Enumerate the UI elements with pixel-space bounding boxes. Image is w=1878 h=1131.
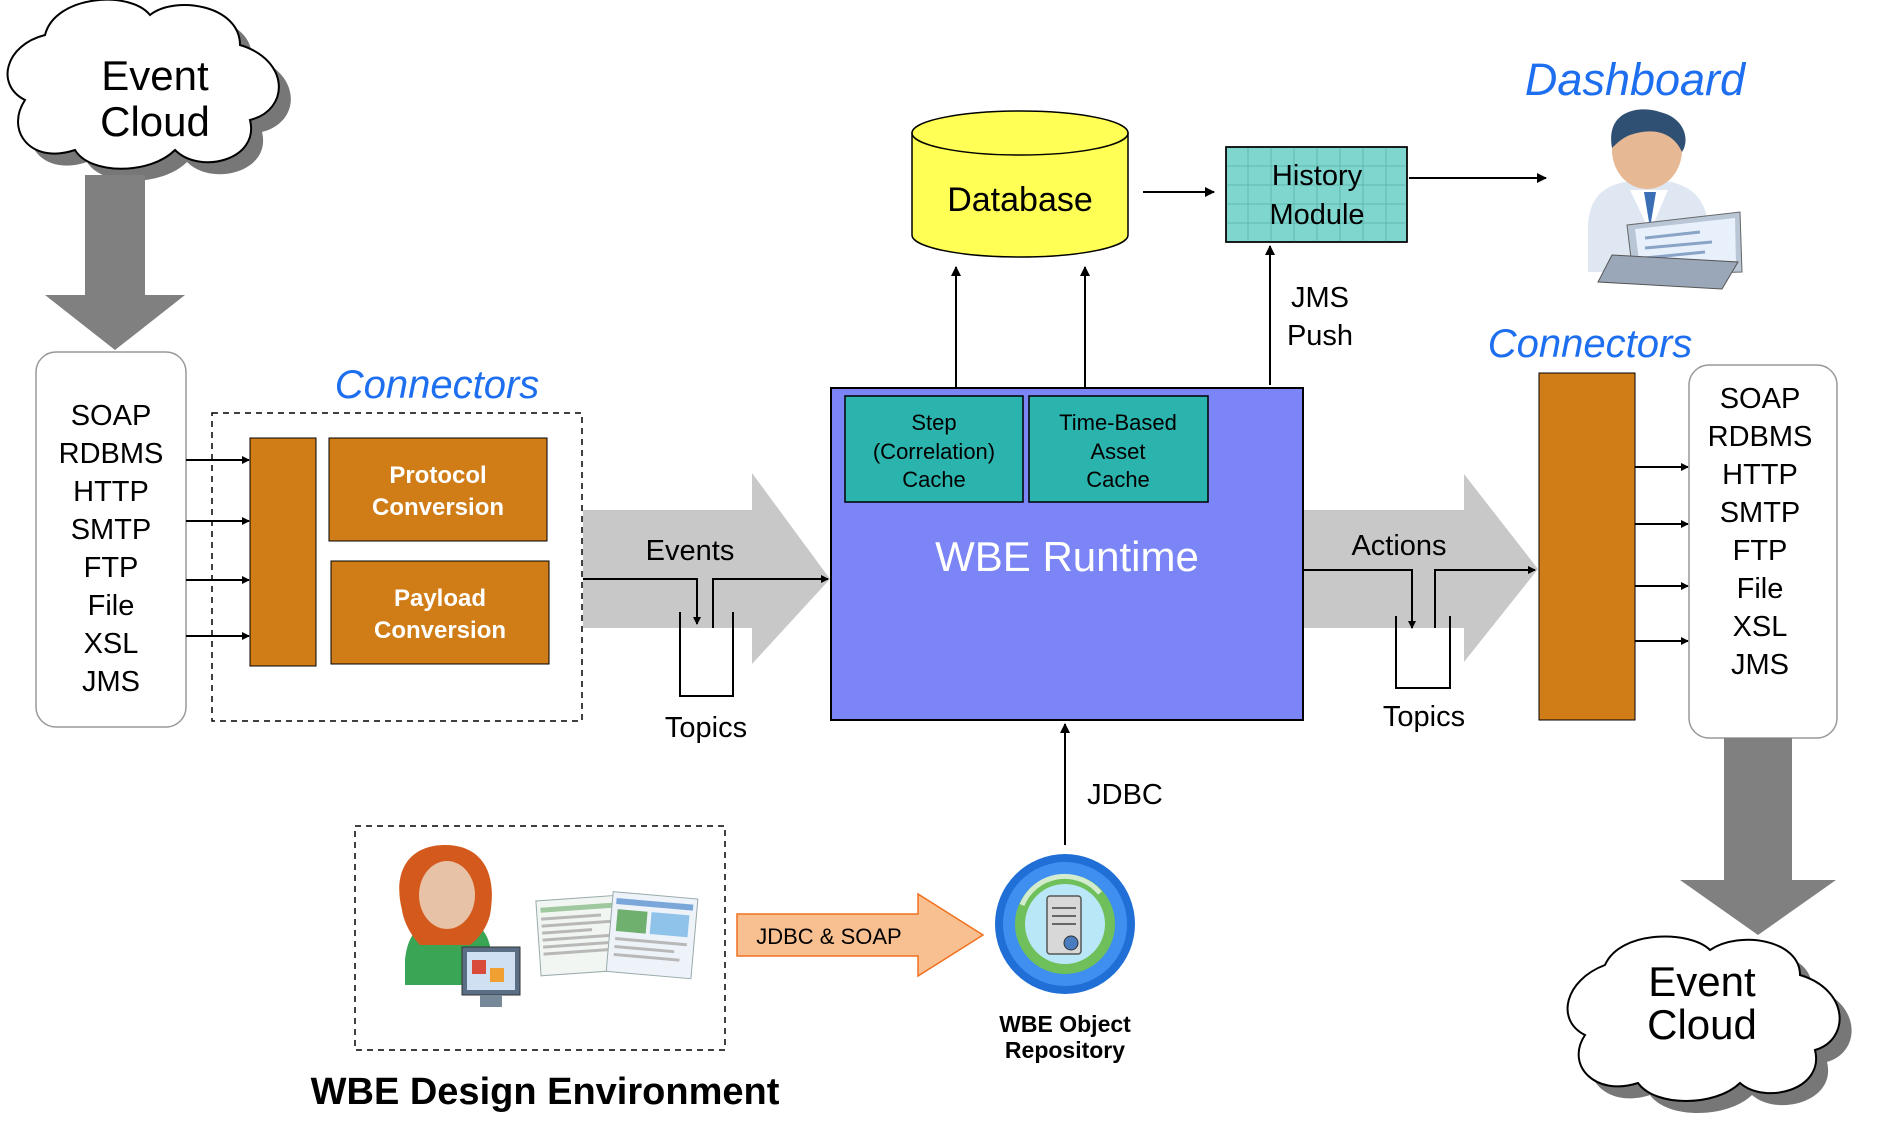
jdbc-label: JDBC (1087, 779, 1163, 811)
inbound-protocol: FTP (84, 552, 139, 584)
step-correlation-cache: Step (Correlation) Cache (844, 395, 1024, 503)
outbound-output-arrows (1635, 463, 1689, 645)
inbound-connector-bar (249, 437, 317, 667)
events-topic-queue (583, 575, 829, 697)
event-cloud-inbound-line1: Event (101, 52, 209, 99)
event-cloud-inbound-line2: Cloud (100, 98, 210, 145)
outbound-connectors-label: Connectors (1488, 322, 1693, 366)
inbound-input-arrows (186, 456, 250, 640)
outbound-protocol: File (1737, 573, 1784, 605)
dashboard-label: Dashboard (1525, 54, 1747, 105)
designer-user-icon (399, 845, 521, 1007)
cloud-down-arrow-inbound (45, 175, 185, 350)
outbound-protocol: SOAP (1720, 383, 1801, 415)
inbound-topics-label: Topics (665, 712, 747, 744)
protocol-conversion-line2: Conversion (372, 494, 504, 521)
protocol-conversion-line1: Protocol (389, 462, 486, 489)
history-module-line1: History (1272, 160, 1363, 192)
repository-label-line1: WBE Object (999, 1011, 1131, 1037)
jms-push-line2: Push (1287, 320, 1353, 352)
event-cloud-outbound-line2: Cloud (1647, 1001, 1757, 1048)
time-based-asset-cache: Time-Based Asset Cache (1028, 395, 1209, 503)
events-big-arrow (583, 473, 830, 664)
outbound-connector-bar (1538, 372, 1636, 721)
payload-conversion-line1: Payload (394, 585, 486, 612)
runtime-to-database-arrows (951, 266, 1090, 388)
inbound-protocol: HTTP (73, 476, 149, 508)
asset-cache-line2: Asset (1090, 439, 1145, 464)
step-cache-line2: (Correlation) (873, 439, 995, 464)
inbound-protocol: JMS (82, 666, 140, 698)
design-environment-label: WBE Design Environment (311, 1071, 780, 1113)
inbound-protocol-list: SOAP RDBMS HTTP SMTP FTP File XSL JMS (59, 400, 164, 698)
events-label: Events (646, 535, 735, 567)
outbound-protocol: SMTP (1720, 497, 1801, 529)
inbound-protocol-box (35, 351, 187, 728)
actions-big-arrow (1304, 474, 1538, 662)
repository-label-line2: Repository (1005, 1037, 1125, 1063)
database-cylinder: Database (911, 110, 1129, 258)
cloud-down-arrow-outbound (1680, 738, 1836, 935)
jdbc-soap-label: JDBC & SOAP (756, 924, 901, 949)
outbound-protocol-list: SOAP RDBMS HTTP SMTP FTP File XSL JMS (1708, 383, 1813, 681)
jms-push-line1: JMS (1291, 282, 1349, 314)
inbound-protocol: File (88, 590, 135, 622)
outbound-protocol: XSL (1733, 611, 1788, 643)
outbound-protocol: FTP (1733, 535, 1788, 567)
outbound-protocol: HTTP (1722, 459, 1798, 491)
outbound-topics-label: Topics (1383, 701, 1465, 733)
outbound-protocol: RDBMS (1708, 421, 1813, 453)
payload-conversion-line2: Conversion (374, 617, 506, 644)
protocol-conversion-box: Protocol Conversion (328, 437, 548, 542)
step-cache-line1: Step (911, 410, 956, 435)
actions-topic-queue (1304, 566, 1536, 689)
history-module-box: History Module (1225, 146, 1408, 243)
outbound-protocol: JMS (1731, 649, 1789, 681)
payload-conversion-box: Payload Conversion (330, 560, 550, 665)
inbound-connectors-group (211, 412, 583, 722)
inbound-protocol: SOAP (71, 400, 152, 432)
inbound-protocol: RDBMS (59, 438, 164, 470)
step-cache-line3: Cache (902, 467, 966, 492)
event-cloud-outbound-line1: Event (1648, 958, 1756, 1005)
event-cloud-inbound: Event Cloud (6, 0, 291, 181)
asset-cache-line3: Cache (1086, 467, 1150, 492)
jdbc-soap-arrow: JDBC & SOAP (736, 892, 985, 978)
repository-icon (995, 854, 1135, 994)
inbound-protocol: XSL (84, 628, 139, 660)
dashboard-user-icon (1588, 109, 1743, 290)
asset-cache-line1: Time-Based (1059, 410, 1177, 435)
inbound-protocol: SMTP (71, 514, 152, 546)
inbound-connectors-label: Connectors (335, 363, 540, 407)
database-label: Database (947, 181, 1093, 219)
history-module-line2: Module (1269, 199, 1364, 231)
event-cloud-outbound: Event Cloud (1566, 935, 1852, 1113)
design-screenshots-icon (535, 891, 699, 980)
wbe-runtime-title: WBE Runtime (935, 533, 1199, 580)
actions-label: Actions (1351, 530, 1446, 562)
